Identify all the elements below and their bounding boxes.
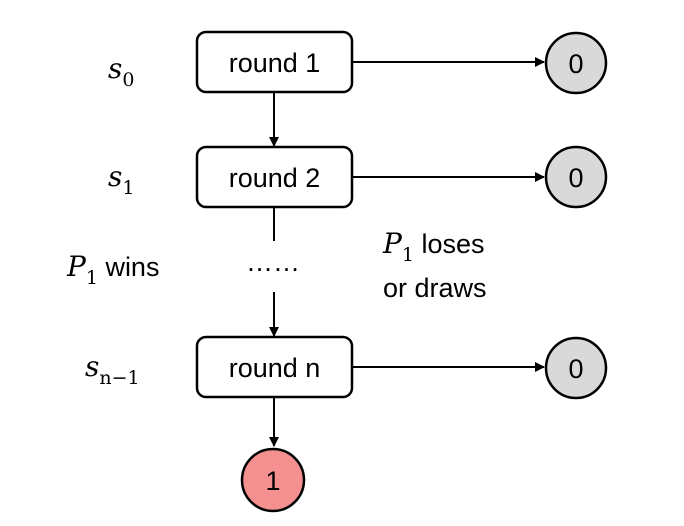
win-node-label: 1 [265, 466, 280, 496]
state-label-s0: s0 [108, 52, 134, 91]
lose-node-1-label: 0 [568, 49, 583, 79]
state-label-s1: s1 [108, 160, 134, 199]
lose-node-3 [544, 336, 608, 400]
lose-node-3-label: 0 [568, 354, 583, 384]
round-2-label: round 2 [229, 163, 321, 193]
ellipsis-dots: …… [246, 247, 300, 277]
round-n-label: round n [229, 353, 321, 383]
lose-node-2-label: 0 [568, 163, 583, 193]
state-label-sn-minus-1: sn−1 [85, 350, 140, 389]
lose-node-1 [544, 31, 608, 95]
or-draws-label: or draws [383, 273, 487, 303]
p1-loses-label: P1 loses [382, 227, 484, 266]
p1-wins-label: P1 wins [66, 250, 159, 289]
win-node [240, 447, 306, 513]
lose-node-2 [544, 145, 608, 209]
round-1-label: round 1 [229, 48, 321, 78]
